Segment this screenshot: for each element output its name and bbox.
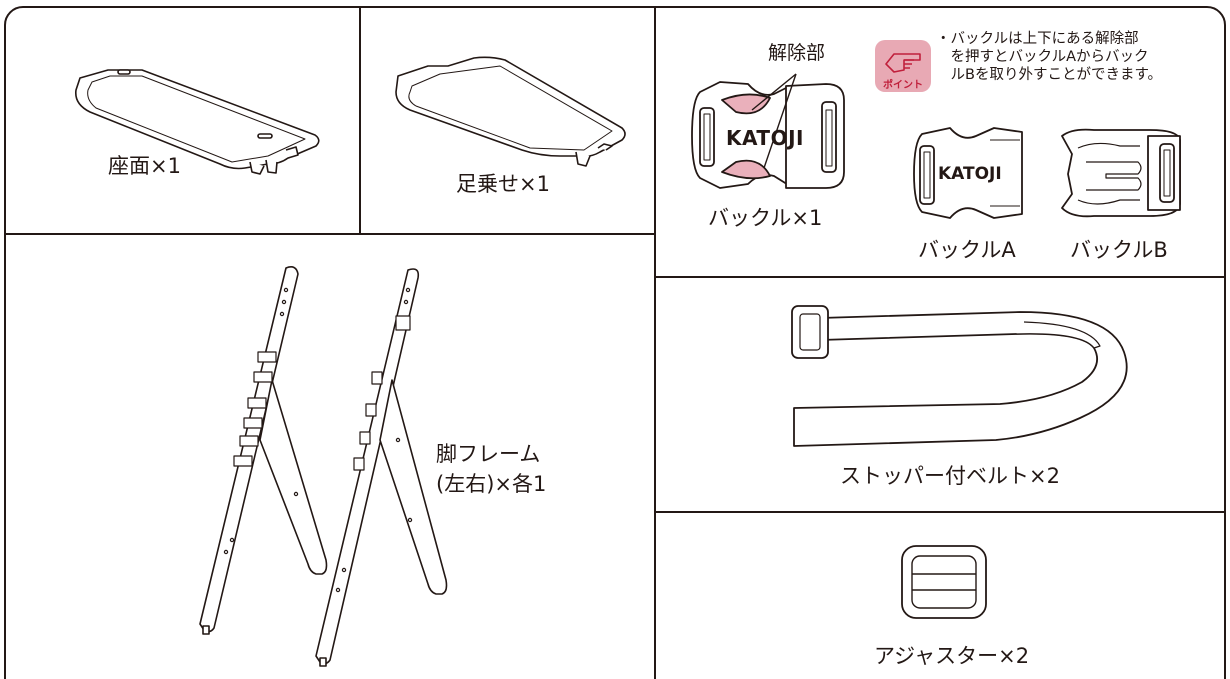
seat-board-illustration (74, 69, 320, 175)
footrest-board-illustration (395, 56, 626, 167)
point-note-text: ・バックルは上下にある解除部 を押すとバックルAからバック ルBを取り外すことが… (936, 31, 1162, 83)
seat-label: 座面×1 (108, 154, 181, 178)
leg-frame-illustration (199, 266, 448, 667)
buckle-logo: KATOJI (726, 126, 804, 150)
buckle-a-label: バックルA (918, 238, 1016, 262)
buckle-label: バックル×1 (708, 206, 823, 230)
right-frame-brace (379, 379, 448, 595)
release-tab-bottom (721, 159, 771, 180)
buckle-b-illustration (1061, 128, 1181, 218)
point-badge-icon (875, 40, 931, 92)
adjuster-label: アジャスター×2 (874, 644, 1030, 668)
release-part-callout: 解除部 (768, 42, 826, 64)
buckle-illustration (691, 73, 845, 189)
belt-label: ストッパー付ベルト×2 (840, 464, 1060, 488)
footrest-label: 足乗せ×1 (456, 172, 550, 196)
leg-frame-label-line2: (左右)×各1 (436, 472, 547, 496)
outer-frame (4, 6, 1226, 679)
left-frame-brace (259, 379, 328, 575)
release-tab-top (721, 93, 771, 115)
buckle-a-logo: KATOJI (938, 164, 1002, 184)
point-badge-text: ポイント (883, 80, 923, 91)
buckle-b-label: バックルB (1070, 238, 1168, 262)
belt-illustration (791, 305, 1128, 447)
buckle-a-illustration (913, 127, 1023, 219)
adjuster-illustration (901, 545, 987, 619)
leg-frame-label-line1: 脚フレーム (436, 442, 541, 466)
